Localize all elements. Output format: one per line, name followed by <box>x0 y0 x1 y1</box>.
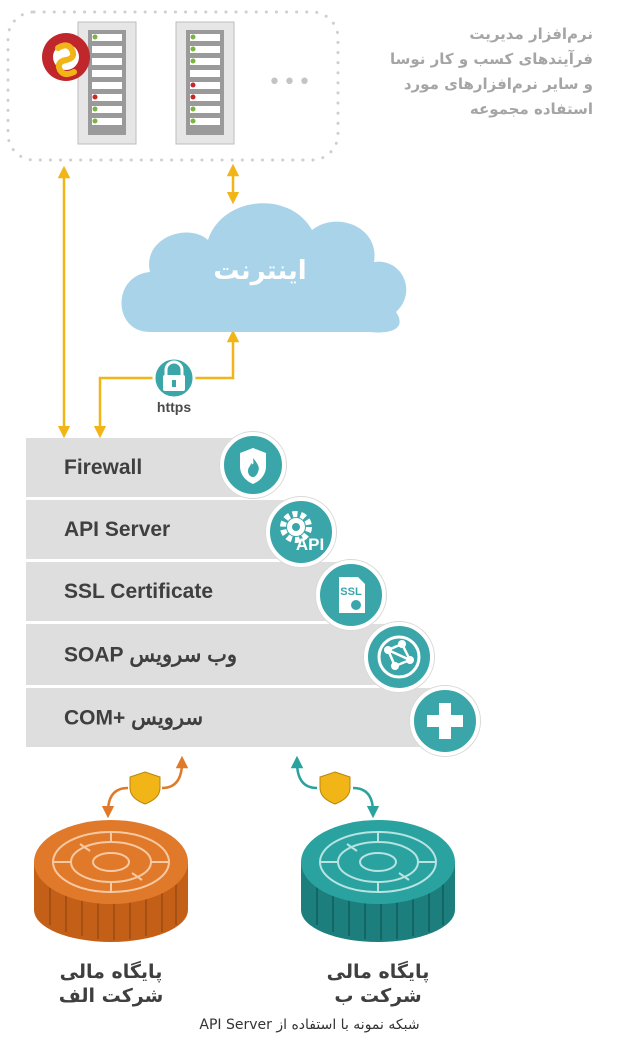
internet-cloud <box>121 203 407 333</box>
fire-shield-icon <box>220 432 286 498</box>
database-name: پایگاه مالی <box>326 961 430 983</box>
stack-row-firewall: Firewall <box>26 438 254 500</box>
server-rack-icon <box>175 21 235 145</box>
server-description: نرم‌افزار مدیریت فرآیندهای کسب و کار نوس… <box>363 22 593 122</box>
stack-row-com: سرویس +COM <box>26 688 444 750</box>
db-a-connector <box>108 762 182 812</box>
internet-label: اینترنت <box>213 256 307 286</box>
stack-label: Firewall <box>64 455 143 479</box>
stack-label: وب سرویس SOAP <box>64 643 238 666</box>
shield-badge-icon <box>129 771 161 805</box>
shield-badge-icon <box>319 771 351 805</box>
stack-label: سرویس +COM <box>64 706 204 729</box>
stack-label: SSL Certificate <box>64 579 213 603</box>
api-gear-icon: API <box>266 497 336 567</box>
server-rack-icon <box>77 21 137 145</box>
database-b-icon <box>301 820 455 942</box>
diagram-caption: شبکه نمونه با استفاده از API Server <box>199 1017 420 1033</box>
svg-text:API: API <box>296 535 324 554</box>
database-b-label: پایگاه مالی شرکت ب <box>293 960 463 1008</box>
network-globe-icon <box>364 622 434 692</box>
stack-row-api-server: API Server <box>26 500 302 562</box>
https-label: https <box>156 399 192 415</box>
description-line: فرآیندهای کسب و کار نوسا <box>390 50 593 68</box>
stack-label: API Server <box>64 517 171 541</box>
database-name: پایگاه مالی <box>59 961 163 983</box>
description-line: نرم‌افزار مدیریت <box>469 25 593 43</box>
description-line: استفاده مجموعه <box>469 100 593 118</box>
database-a-label: پایگاه مالی شرکت الف <box>26 960 196 1008</box>
stack-row-soap: وب سرویس SOAP <box>26 624 396 688</box>
database-company: شرکت ب <box>334 985 422 1007</box>
nosa-logo-icon <box>42 33 90 81</box>
more-servers-indicator: ••• <box>268 70 313 95</box>
databases-svg <box>34 750 455 942</box>
server-group-svg <box>6 10 340 162</box>
description-line: و سایر نرم‌افزارهای مورد <box>403 75 593 93</box>
db-b-connector <box>297 762 373 812</box>
ssl-certificate-icon: SSL <box>316 560 386 630</box>
connectors-svg <box>57 163 407 439</box>
plus-icon <box>410 686 480 756</box>
svg-text:SSL: SSL <box>340 586 362 598</box>
lock-icon <box>152 356 196 400</box>
database-a-icon <box>34 820 188 942</box>
database-company: شرکت الف <box>58 985 164 1007</box>
stack-row-ssl: SSL Certificate <box>26 562 348 624</box>
